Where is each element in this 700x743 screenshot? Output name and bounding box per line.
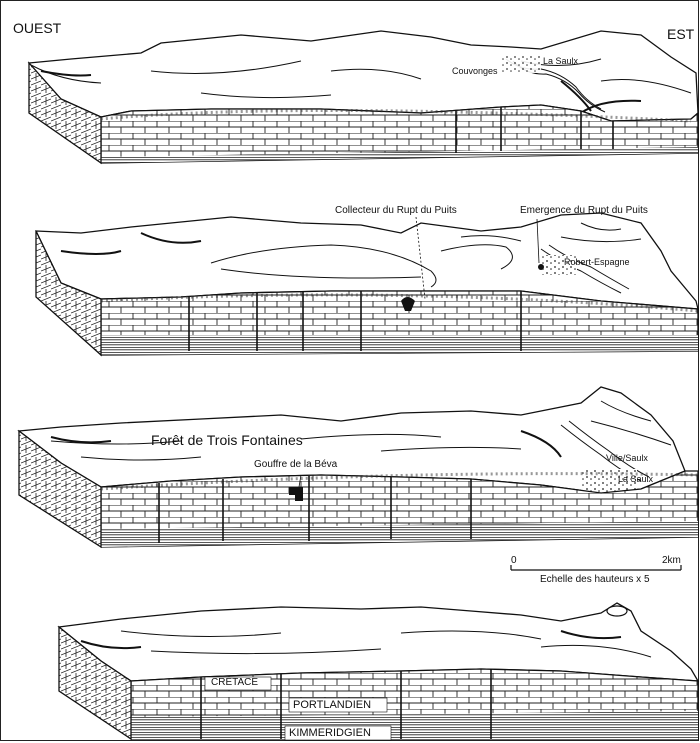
label-ville-saulx: Ville/Saulx: [606, 454, 648, 463]
label-la-saulx-2: La Saulx: [618, 475, 653, 484]
scale-end-label: 2km: [662, 556, 681, 566]
east-label: EST: [667, 27, 694, 41]
west-label: OUEST: [13, 21, 61, 35]
label-portlandien: PORTLANDIEN: [293, 700, 371, 711]
label-foret: Forêt de Trois Fontaines: [151, 433, 303, 447]
label-collecteur: Collecteur du Rupt du Puits: [335, 206, 457, 216]
scale-caption: Echelle des hauteurs x 5: [540, 575, 650, 585]
block-diagram-4: [59, 603, 698, 740]
block-diagram-2: [36, 213, 698, 355]
scale-bar: [511, 565, 681, 570]
label-gouffre: Gouffre de la Béva: [254, 460, 337, 470]
block-4-surface: [59, 603, 698, 681]
label-la-saulx-1: La Saulx: [543, 57, 578, 66]
block-diagram-3: [19, 387, 698, 547]
label-kimmeridgien: KIMMERIDGIEN: [289, 728, 371, 739]
label-couvonges: Couvonges: [452, 67, 498, 76]
scale-start-label: 0: [511, 556, 517, 566]
label-robert-espagne: Robert-Espagne: [564, 258, 630, 267]
label-cretace: CRETACE: [211, 678, 258, 688]
block-diagram-1: [29, 31, 698, 163]
label-emergence: Emergence du Rupt du Puits: [520, 206, 648, 216]
